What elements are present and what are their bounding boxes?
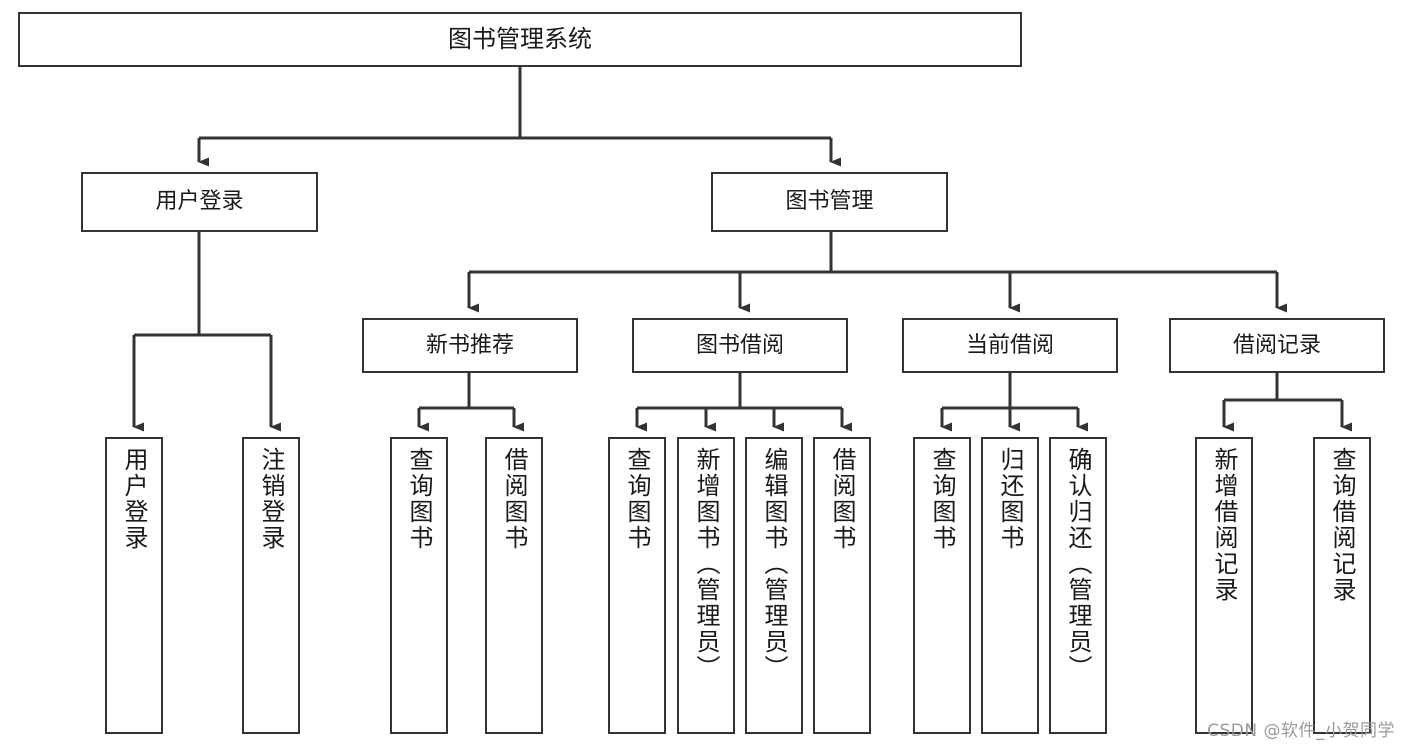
node-leaf-query-record[interactable]: 查询借阅记录 [1313, 437, 1371, 734]
node-leaf-query-book-3-label: 查询图书 [928, 447, 956, 551]
node-leaf-query-book-1-label: 查询图书 [405, 447, 433, 551]
node-leaf-logout-login-label: 注销登录 [257, 447, 285, 551]
node-leaf-confirm-return-label: 确认归还（管理员） [1064, 447, 1092, 681]
node-root-label: 图书管理系统 [448, 24, 592, 53]
node-current-borrow[interactable]: 当前借阅 [902, 318, 1118, 373]
node-new-book-recommend[interactable]: 新书推荐 [362, 318, 578, 373]
node-leaf-query-book-2-label: 查询图书 [623, 447, 651, 551]
node-leaf-add-record[interactable]: 新增借阅记录 [1195, 437, 1253, 734]
node-leaf-query-record-label: 查询借阅记录 [1328, 447, 1356, 603]
node-leaf-user-login[interactable]: 用户登录 [105, 437, 163, 734]
node-leaf-add-book-label: 新增图书（管理员） [692, 447, 720, 681]
node-leaf-return-book[interactable]: 归还图书 [981, 437, 1039, 734]
node-leaf-borrow-book-1-label: 借阅图书 [500, 447, 528, 551]
node-leaf-user-login-label: 用户登录 [120, 447, 148, 551]
node-leaf-return-book-label: 归还图书 [996, 447, 1024, 551]
node-leaf-query-book-1[interactable]: 查询图书 [390, 437, 448, 734]
node-user-login[interactable]: 用户登录 [81, 172, 318, 232]
node-user-login-label: 用户登录 [155, 189, 244, 215]
node-book-borrow[interactable]: 图书借阅 [632, 318, 848, 373]
node-leaf-query-book-3[interactable]: 查询图书 [913, 437, 971, 734]
node-leaf-confirm-return[interactable]: 确认归还（管理员） [1049, 437, 1107, 734]
node-root[interactable]: 图书管理系统 [18, 12, 1022, 67]
node-leaf-add-record-label: 新增借阅记录 [1210, 447, 1238, 603]
node-leaf-query-book-2[interactable]: 查询图书 [608, 437, 666, 734]
node-book-manage-label: 图书管理 [785, 189, 874, 215]
node-borrow-record-label: 借阅记录 [1232, 332, 1321, 358]
node-new-book-recommend-label: 新书推荐 [425, 332, 514, 358]
node-borrow-record[interactable]: 借阅记录 [1169, 318, 1385, 373]
node-leaf-edit-book[interactable]: 编辑图书（管理员） [745, 437, 803, 734]
node-book-manage[interactable]: 图书管理 [711, 172, 948, 232]
node-leaf-borrow-book-2[interactable]: 借阅图书 [813, 437, 871, 734]
node-leaf-borrow-book-2-label: 借阅图书 [828, 447, 856, 551]
node-book-borrow-label: 图书借阅 [695, 332, 784, 358]
node-leaf-edit-book-label: 编辑图书（管理员） [760, 447, 788, 681]
node-current-borrow-label: 当前借阅 [965, 332, 1054, 358]
node-leaf-logout-login[interactable]: 注销登录 [242, 437, 300, 734]
node-leaf-add-book[interactable]: 新增图书（管理员） [677, 437, 735, 734]
watermark: CSDN @软件_小贺同学 [1207, 721, 1395, 741]
node-leaf-borrow-book-1[interactable]: 借阅图书 [485, 437, 543, 734]
